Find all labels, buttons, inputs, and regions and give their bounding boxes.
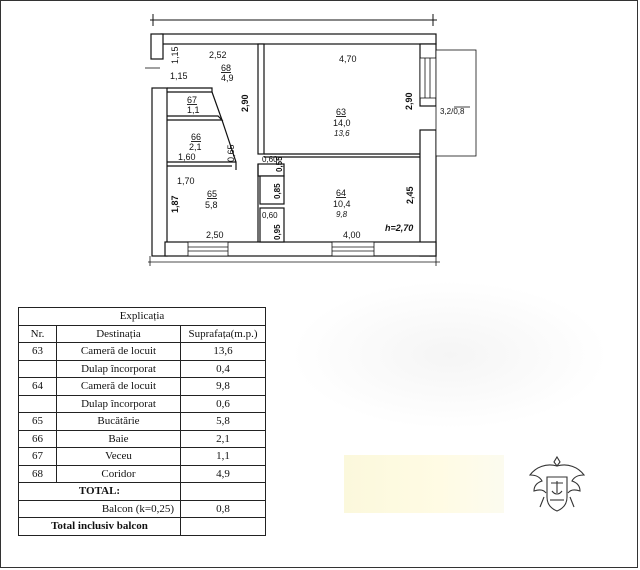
cell-nr: 68	[18, 464, 57, 483]
label-d400: 4,00	[343, 230, 361, 240]
label-room64-num: 64	[336, 188, 346, 198]
label-d065: 0,65	[226, 144, 236, 162]
cell-area: 1,1	[180, 447, 266, 466]
balcony	[435, 49, 477, 157]
label-room68-num: 68	[221, 63, 231, 73]
cell-nr: 67	[18, 447, 57, 466]
table-row: 68 Coridor 4,9	[18, 464, 266, 483]
cell-destination: Coridor	[56, 464, 181, 483]
cell-area: 2,1	[180, 429, 266, 448]
label-d290b: 2,90	[404, 92, 414, 110]
wall-top	[160, 33, 437, 45]
cell-destination: Baie	[56, 429, 181, 448]
total-incl-value	[180, 517, 266, 536]
table-header-row: Nr. Destinația Suprafața(m.p.)	[18, 324, 266, 343]
label-d055: 0,55	[275, 156, 284, 172]
table-total-incl-row: Total inclusiv balcon	[18, 517, 266, 536]
label-room67-num: 67	[187, 95, 197, 105]
label-w252: 2,52	[209, 50, 227, 60]
label-room66-num: 66	[191, 132, 201, 142]
label-d250: 2,50	[206, 230, 224, 240]
cell-nr	[18, 359, 57, 378]
floor-plan: 2,52 4,70 1,15 1,15 68 4,9 67 1,1 66 2,1…	[145, 14, 477, 266]
window-room64	[331, 241, 375, 257]
cell-area: 5,8	[180, 412, 266, 431]
cell-destination: Veceu	[56, 447, 181, 466]
table-total-row: TOTAL:	[18, 482, 266, 501]
label-d160: 1,60	[178, 152, 196, 162]
cell-destination: Cameră de locuit	[56, 342, 181, 361]
cell-area: 0,6	[180, 394, 266, 413]
balcony-value: 0,8	[180, 499, 266, 518]
table-balcony-row: Balcon (k=0,25) 0,8	[18, 499, 266, 518]
label-d245: 2,45	[405, 186, 415, 204]
label-d170: 1,70	[177, 176, 195, 186]
label-room63-living: 13,6	[334, 129, 350, 138]
table-row: 67 Veceu 1,1	[18, 447, 266, 466]
cell-area: 9,8	[180, 377, 266, 396]
table-row: 63 Cameră de locuit 13,6	[18, 342, 266, 361]
cell-area: 13,6	[180, 342, 266, 361]
header-suprafata: Suprafața(m.p.)	[180, 324, 266, 343]
cell-destination: Dulap încorporat	[56, 359, 181, 378]
wall-left-upper	[150, 33, 164, 60]
label-height: h=2,70	[385, 223, 413, 233]
label-d290a: 2,90	[240, 94, 250, 112]
cell-destination: Dulap încorporat	[56, 394, 181, 413]
label-room65-num: 65	[207, 189, 217, 199]
label-room68-area: 4,9	[221, 73, 234, 83]
label-d187: 1,87	[170, 195, 180, 213]
cell-nr: 63	[18, 342, 57, 361]
label-d095: 0,95	[273, 224, 282, 240]
coat-of-arms-icon	[528, 455, 586, 512]
cell-destination: Cameră de locuit	[56, 377, 181, 396]
explanation-table: Explicația Nr. Destinația Suprafața(m.p.…	[18, 307, 266, 536]
label-room63-area: 14,0	[333, 118, 351, 128]
label-w470: 4,70	[339, 54, 357, 64]
faded-stamp-area	[290, 280, 610, 430]
label-h115b: 1,15	[170, 71, 188, 81]
total-incl-label: Total inclusiv balcon	[18, 517, 181, 536]
label-d060a: 0,60	[262, 155, 278, 164]
total-label: TOTAL:	[18, 482, 181, 501]
highlighted-stamp-area	[344, 455, 504, 513]
cell-nr: 64	[18, 377, 57, 396]
label-room63-num: 63	[336, 107, 346, 117]
cell-nr	[18, 394, 57, 413]
balcony-label: Balcon (k=0,25)	[18, 499, 181, 518]
cell-nr: 65	[18, 412, 57, 431]
cell-area: 0,4	[180, 359, 266, 378]
table-row: Dulap încorporat 0,6	[18, 394, 266, 413]
wall-left	[151, 87, 168, 257]
label-d060b: 0,60	[262, 211, 278, 220]
table-row: 65 Bucătărie 5,8	[18, 412, 266, 431]
label-d085: 0,85	[273, 183, 282, 199]
wall-interior-vertical	[257, 43, 265, 155]
table-row: Dulap încorporat 0,4	[18, 359, 266, 378]
label-room65-area: 5,8	[205, 200, 218, 210]
table-row: 64 Cameră de locuit 9,8	[18, 377, 266, 396]
cell-nr: 66	[18, 429, 57, 448]
table-caption-row: Explicația	[18, 307, 266, 326]
header-nr: Nr.	[18, 324, 57, 343]
window-room63	[419, 57, 437, 99]
label-h115a: 1,15	[170, 46, 180, 64]
table-row: 66 Baie 2,1	[18, 429, 266, 448]
label-room64-living: 9,8	[336, 210, 348, 219]
label-room66-area: 2,1	[189, 142, 202, 152]
label-room67-area: 1,1	[187, 105, 200, 115]
label-balcony: 3,2/0,8	[440, 107, 465, 116]
table-caption: Explicația	[18, 307, 266, 326]
total-value	[180, 482, 266, 501]
cell-destination: Bucătărie	[56, 412, 181, 431]
header-destinatia: Destinația	[56, 324, 181, 343]
window-kitchen	[187, 241, 229, 257]
label-room64-area: 10,4	[333, 199, 351, 209]
cell-area: 4,9	[180, 464, 266, 483]
wall-right-lower	[419, 129, 437, 257]
